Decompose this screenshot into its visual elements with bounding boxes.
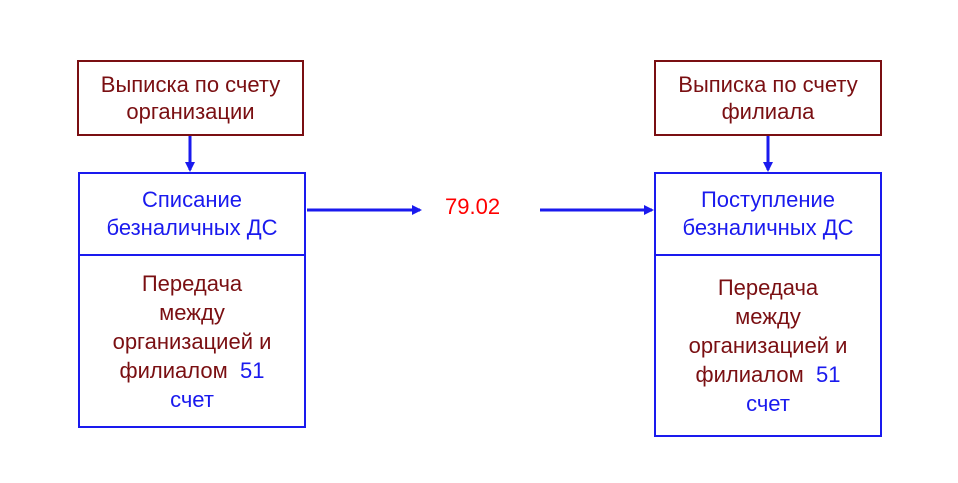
right-operation-box: Поступление безналичных ДС Передача межд… — [654, 172, 882, 437]
right-body-line-2: между — [735, 304, 801, 329]
left-operation-title-1: Списание — [142, 187, 242, 212]
right-operation-title-1: Поступление — [700, 187, 836, 212]
right-operation-header: Поступление безналичных ДС — [656, 174, 880, 256]
left-statement-line-1: Выписка по счету — [100, 72, 281, 97]
right-body-line-3: организацией и — [688, 333, 848, 358]
right-account-51: 51 — [815, 362, 841, 387]
left-account-51: 51 — [239, 357, 265, 383]
right-operation-title-2: безналичных ДС — [682, 215, 854, 240]
left-operation-header: Списание безналичных ДС — [80, 174, 304, 256]
transfer-account-label: 79.02 — [445, 194, 501, 219]
right-statement-box: Выписка по счету филиала — [654, 60, 882, 136]
left-statement-line-2: организации — [126, 99, 255, 124]
left-body-line-4: филиалом 51 — [120, 356, 265, 385]
right-body-line-4: филиалом 51 — [696, 360, 841, 389]
left-statement-box: Выписка по счету организации — [77, 60, 304, 136]
right-operation-body: Передача между организацией и филиалом 5… — [656, 256, 880, 435]
left-body-line-1: Передача — [141, 270, 243, 296]
left-body-line-2: между — [159, 299, 225, 325]
left-body-line-5: счет — [170, 386, 214, 412]
right-body-line-1: Передача — [717, 275, 819, 300]
left-body-line-3: организацией и — [112, 328, 272, 354]
left-operation-title-2: безналичных ДС — [106, 215, 278, 240]
right-body-line-4-text: филиалом — [695, 362, 804, 387]
right-statement-line-1: Выписка по счету — [678, 72, 858, 97]
left-operation-box: Списание безналичных ДС Передача между о… — [78, 172, 306, 428]
right-body-line-5: счет — [746, 391, 790, 416]
right-statement-line-2: филиала — [721, 99, 815, 124]
left-body-line-4-text: филиалом — [119, 357, 228, 383]
left-operation-body: Передача между организацией и филиалом 5… — [80, 256, 304, 426]
